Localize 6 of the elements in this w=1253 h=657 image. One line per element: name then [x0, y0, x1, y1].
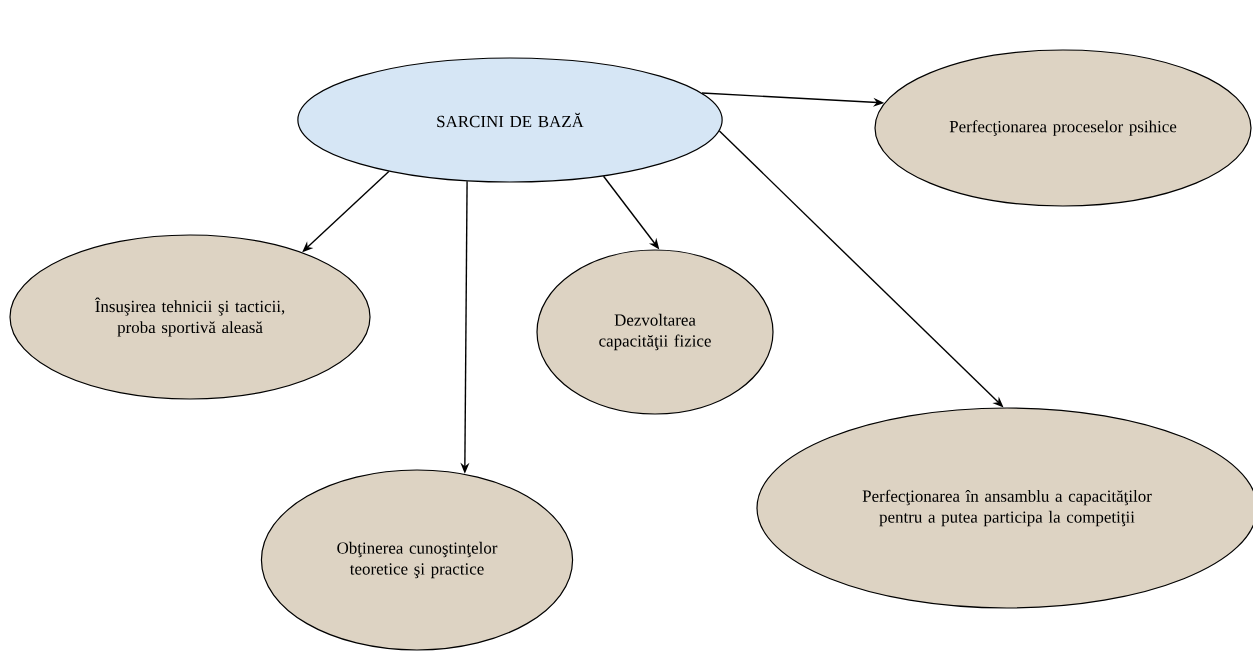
ellipse-node: Dezvoltarea capacităţii fizice [536, 249, 774, 415]
ellipse-node: Însuşirea tehnicii şi tacticii, proba sportivă aleasă [9, 234, 371, 400]
ellipse-node: Perfecţionarea în ansamblu a capacităţilor pentru a putea participa la competiţii [756, 407, 1253, 609]
ellipse-node: Perfecţionarea proceselor psihice [874, 49, 1252, 207]
ellipse-node: SARCINI DE BAZĂ [297, 57, 723, 183]
ellipse-node: Obţinerea cunoştinţelor teoretice şi practice [260, 469, 574, 651]
